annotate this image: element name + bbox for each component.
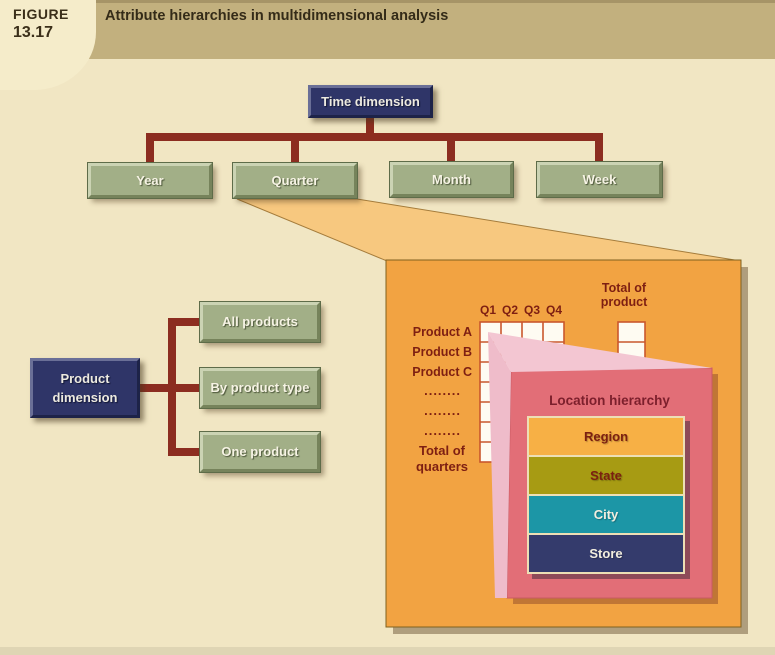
figure-number: 13.17: [13, 24, 54, 41]
bottom-edge-strip: [0, 647, 775, 655]
product-b-label: Product B: [412, 345, 472, 359]
location-level-region: Region: [529, 418, 683, 455]
ellipsis-row: ........: [424, 423, 461, 438]
product-row-labels: Product A Product B Product C ........ .…: [400, 322, 475, 442]
product-dimension-box: Product dimension: [30, 358, 140, 418]
time-tree-connectors: [146, 112, 603, 167]
total-of-quarters-label: Total of quarters: [415, 443, 469, 474]
figure-title: Attribute hierarchies in multidimensiona…: [105, 8, 449, 24]
q2-header: Q2: [501, 303, 518, 317]
all-products-box: All products: [199, 301, 321, 343]
quarter-box: Quarter: [232, 162, 358, 199]
location-level-store: Store: [529, 535, 683, 572]
header-top-edge: [0, 0, 775, 3]
product-dimension-line2: dimension: [52, 390, 118, 405]
q4-header: Q4: [545, 303, 562, 317]
q1-header: Q1: [479, 303, 496, 317]
total-of-product-label: Total of product: [600, 281, 648, 309]
location-level-state: State: [529, 457, 683, 494]
ellipsis-row: ........: [424, 403, 461, 418]
location-level-city: City: [529, 496, 683, 533]
product-a-label: Product A: [412, 325, 472, 339]
year-box: Year: [87, 162, 213, 199]
week-box: Week: [536, 161, 663, 198]
figure-label: FIGURE: [13, 6, 69, 22]
by-product-type-box: By product type: [199, 367, 321, 409]
product-c-label: Product C: [412, 365, 472, 379]
ellipsis-row: ........: [424, 383, 461, 398]
product-tree-connectors: [134, 318, 204, 456]
month-box: Month: [389, 161, 514, 198]
wedge-left-face: [488, 332, 511, 598]
one-product-box: One product: [199, 431, 321, 473]
wedge-top-face: [488, 332, 712, 372]
time-dimension-box: Time dimension: [308, 85, 433, 118]
q3-header: Q3: [523, 303, 540, 317]
header-band: [0, 0, 775, 59]
zoom-funnel: [236, 198, 742, 262]
location-hierarchy-title: Location hierarchy: [549, 393, 670, 408]
location-hierarchy-stack: Region State City Store: [527, 416, 685, 574]
product-dimension-line1: Product: [60, 371, 110, 386]
quarter-column-headers: Q1 Q2 Q3 Q4: [477, 303, 567, 317]
